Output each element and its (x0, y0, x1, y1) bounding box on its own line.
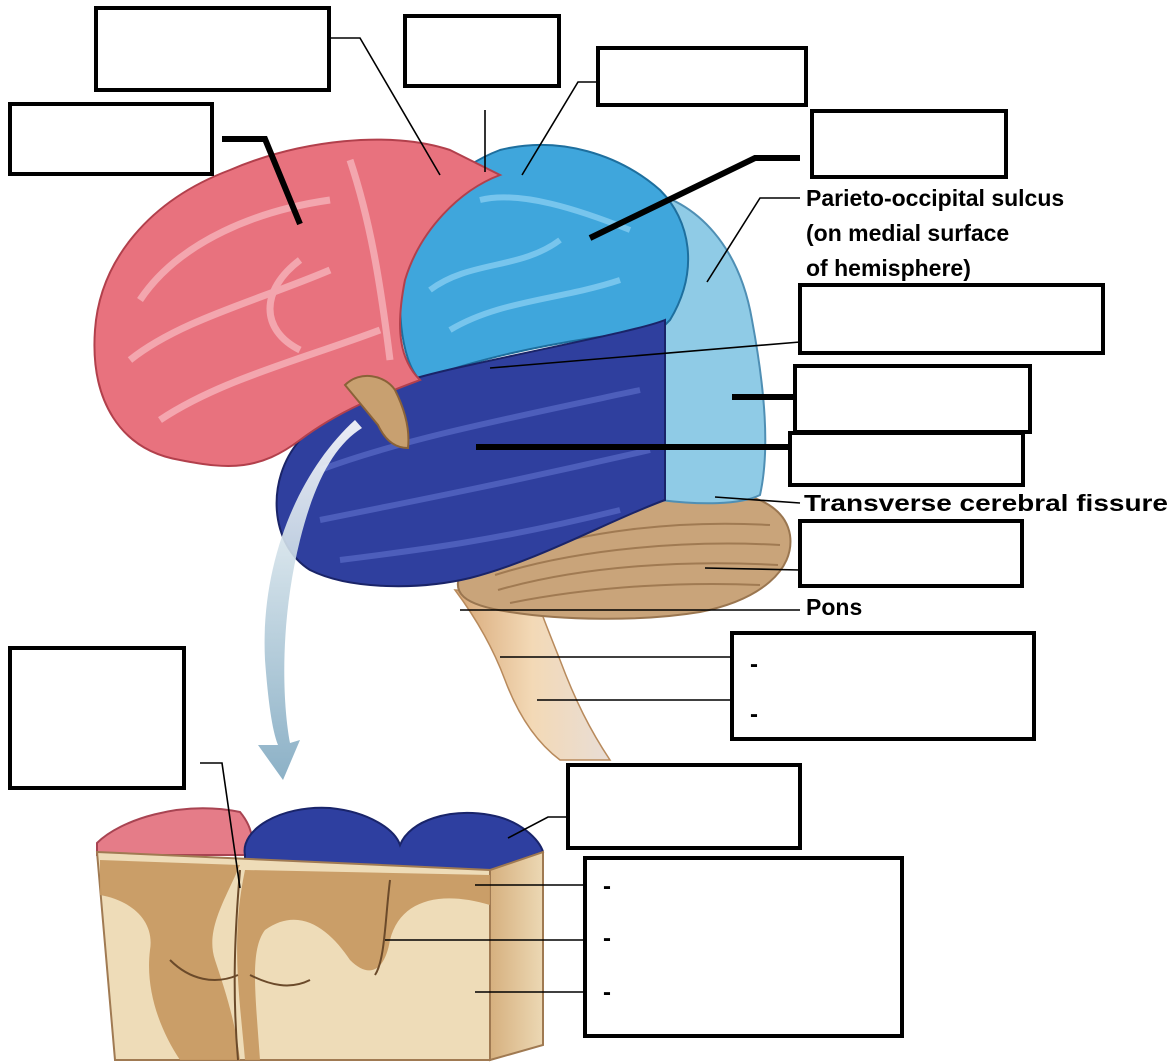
answer-box-gyrus[interactable] (568, 765, 800, 848)
pons-label: Pons (806, 594, 862, 620)
parieto-occipital-label-line3: of hemisphere) (806, 255, 971, 281)
parieto-occipital-label-line2: (on medial surface (806, 220, 1009, 246)
answer-box-sulcus[interactable] (10, 648, 184, 788)
transverse-fissure-label: Transverse cerebral fissure (804, 490, 1168, 516)
brainstem-dash-1: - (750, 651, 758, 678)
section-dash-1: - (603, 873, 611, 900)
answer-box-occipital[interactable] (795, 366, 1030, 432)
answer-box-central-sulcus[interactable] (405, 16, 559, 86)
section-dash-3: - (603, 979, 611, 1006)
answer-box-section-layers[interactable] (585, 858, 902, 1036)
answer-box-temporal[interactable] (790, 433, 1023, 485)
answer-box-parietal[interactable] (812, 111, 1006, 177)
answer-box-brainstem[interactable] (732, 633, 1034, 739)
brainstem-dash-2: - (750, 701, 758, 728)
block-side-face (490, 852, 543, 1060)
block-top-pink (97, 808, 252, 855)
answer-box-lateral-sulcus[interactable] (800, 285, 1103, 353)
section-dash-2: - (603, 925, 611, 952)
answer-box-frontal-top[interactable] (96, 8, 329, 90)
answer-box-precentral[interactable] (10, 104, 212, 174)
cortex-section-block (97, 808, 543, 1060)
parieto-occipital-label-line1: Parieto-occipital sulcus (806, 185, 1064, 211)
answer-box-cerebellum[interactable] (800, 521, 1022, 586)
answer-box-parietal-top[interactable] (598, 48, 806, 105)
